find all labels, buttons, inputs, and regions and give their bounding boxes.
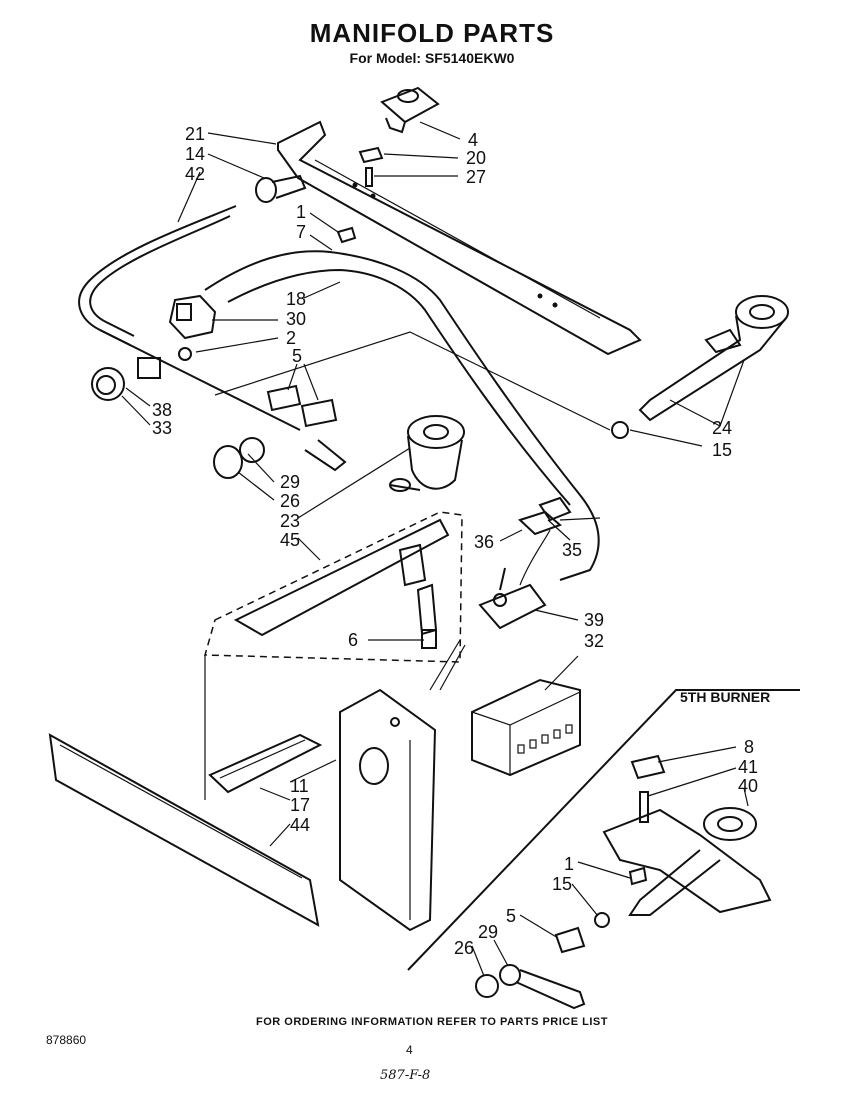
callout-5-top: 5 [292, 346, 302, 366]
callout-38: 38 [152, 400, 172, 420]
callout-8: 8 [744, 737, 754, 757]
knob-38-33 [91, 357, 161, 401]
strip-44 [48, 733, 320, 927]
burner-24 [611, 295, 789, 439]
callout-4: 4 [468, 130, 478, 150]
fitting-27 [365, 167, 373, 187]
callout-6: 6 [348, 630, 358, 650]
callout-14: 14 [185, 144, 205, 164]
page-title: MANIFOLD PARTS [309, 18, 555, 48]
callout-33: 33 [152, 418, 172, 438]
callout-2: 2 [286, 328, 296, 348]
fifth-burner [475, 754, 772, 1010]
ordering-note: FOR ORDERING INFORMATION REFER TO PARTS … [256, 1016, 608, 1028]
valves-5 [266, 384, 347, 472]
manifold-bracket [277, 120, 642, 356]
bracket-45-box [204, 511, 463, 663]
callout-42: 42 [185, 164, 205, 184]
orifice-14 [255, 174, 307, 203]
callout-45: 45 [280, 530, 300, 550]
document-number: 878860 [46, 1033, 87, 1047]
callout-15-top: 15 [712, 440, 732, 460]
callout-20: 20 [466, 148, 486, 168]
callout-29-bottom: 29 [478, 922, 498, 942]
callout-29-top: 29 [280, 472, 300, 492]
callout-24: 24 [712, 418, 732, 438]
module-39 [478, 529, 551, 630]
valve-30 [168, 294, 217, 361]
callout-5-bottom: 5 [506, 906, 516, 926]
callout-26-bottom: 26 [454, 938, 474, 958]
fitting-20 [358, 146, 384, 164]
burner-23 [389, 415, 465, 492]
manifold-tube-42 [78, 205, 301, 431]
knob-29-26 [213, 437, 265, 479]
box-32 [471, 678, 581, 777]
callout-32: 32 [584, 631, 604, 651]
top-burner-valve [380, 86, 440, 134]
callout-40: 40 [738, 776, 758, 796]
callout-17: 17 [290, 795, 310, 815]
callout-1-bottom: 1 [564, 854, 574, 874]
igniter-36-35 [518, 496, 601, 536]
callout-15-bottom: 15 [552, 874, 572, 894]
tube-7-18 [204, 250, 600, 581]
callout-23: 23 [280, 511, 300, 531]
callout-30: 30 [286, 309, 306, 329]
callout-1-top: 1 [296, 202, 306, 222]
callout-41: 41 [738, 757, 758, 777]
callout-39: 39 [584, 610, 604, 630]
shield-11 [339, 688, 437, 932]
fifth-burner-label: 5TH BURNER [680, 689, 770, 705]
callout-11: 11 [290, 776, 309, 796]
model-subtitle: For Model: SF5140EKW0 [349, 50, 515, 66]
handwritten-note: 587-F-8 [380, 1068, 431, 1083]
leader-lines [121, 121, 749, 977]
callout-36: 36 [474, 532, 494, 552]
callout-21: 21 [185, 124, 205, 144]
callout-44: 44 [290, 815, 310, 835]
callout-18: 18 [286, 289, 306, 309]
callout-27: 27 [466, 167, 486, 187]
callout-26-top: 26 [280, 491, 300, 511]
page-number: 4 [406, 1043, 413, 1057]
clip-1 [336, 226, 357, 244]
callout-7: 7 [296, 222, 306, 242]
bracket-17 [208, 733, 323, 794]
callout-35: 35 [562, 540, 582, 560]
